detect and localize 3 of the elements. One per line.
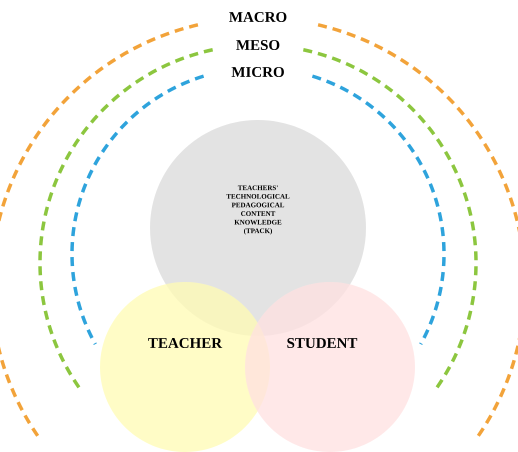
level-label: MICRO — [232, 66, 284, 78]
level-label: MESO — [236, 40, 280, 50]
level-label: MACRO — [229, 12, 286, 22]
